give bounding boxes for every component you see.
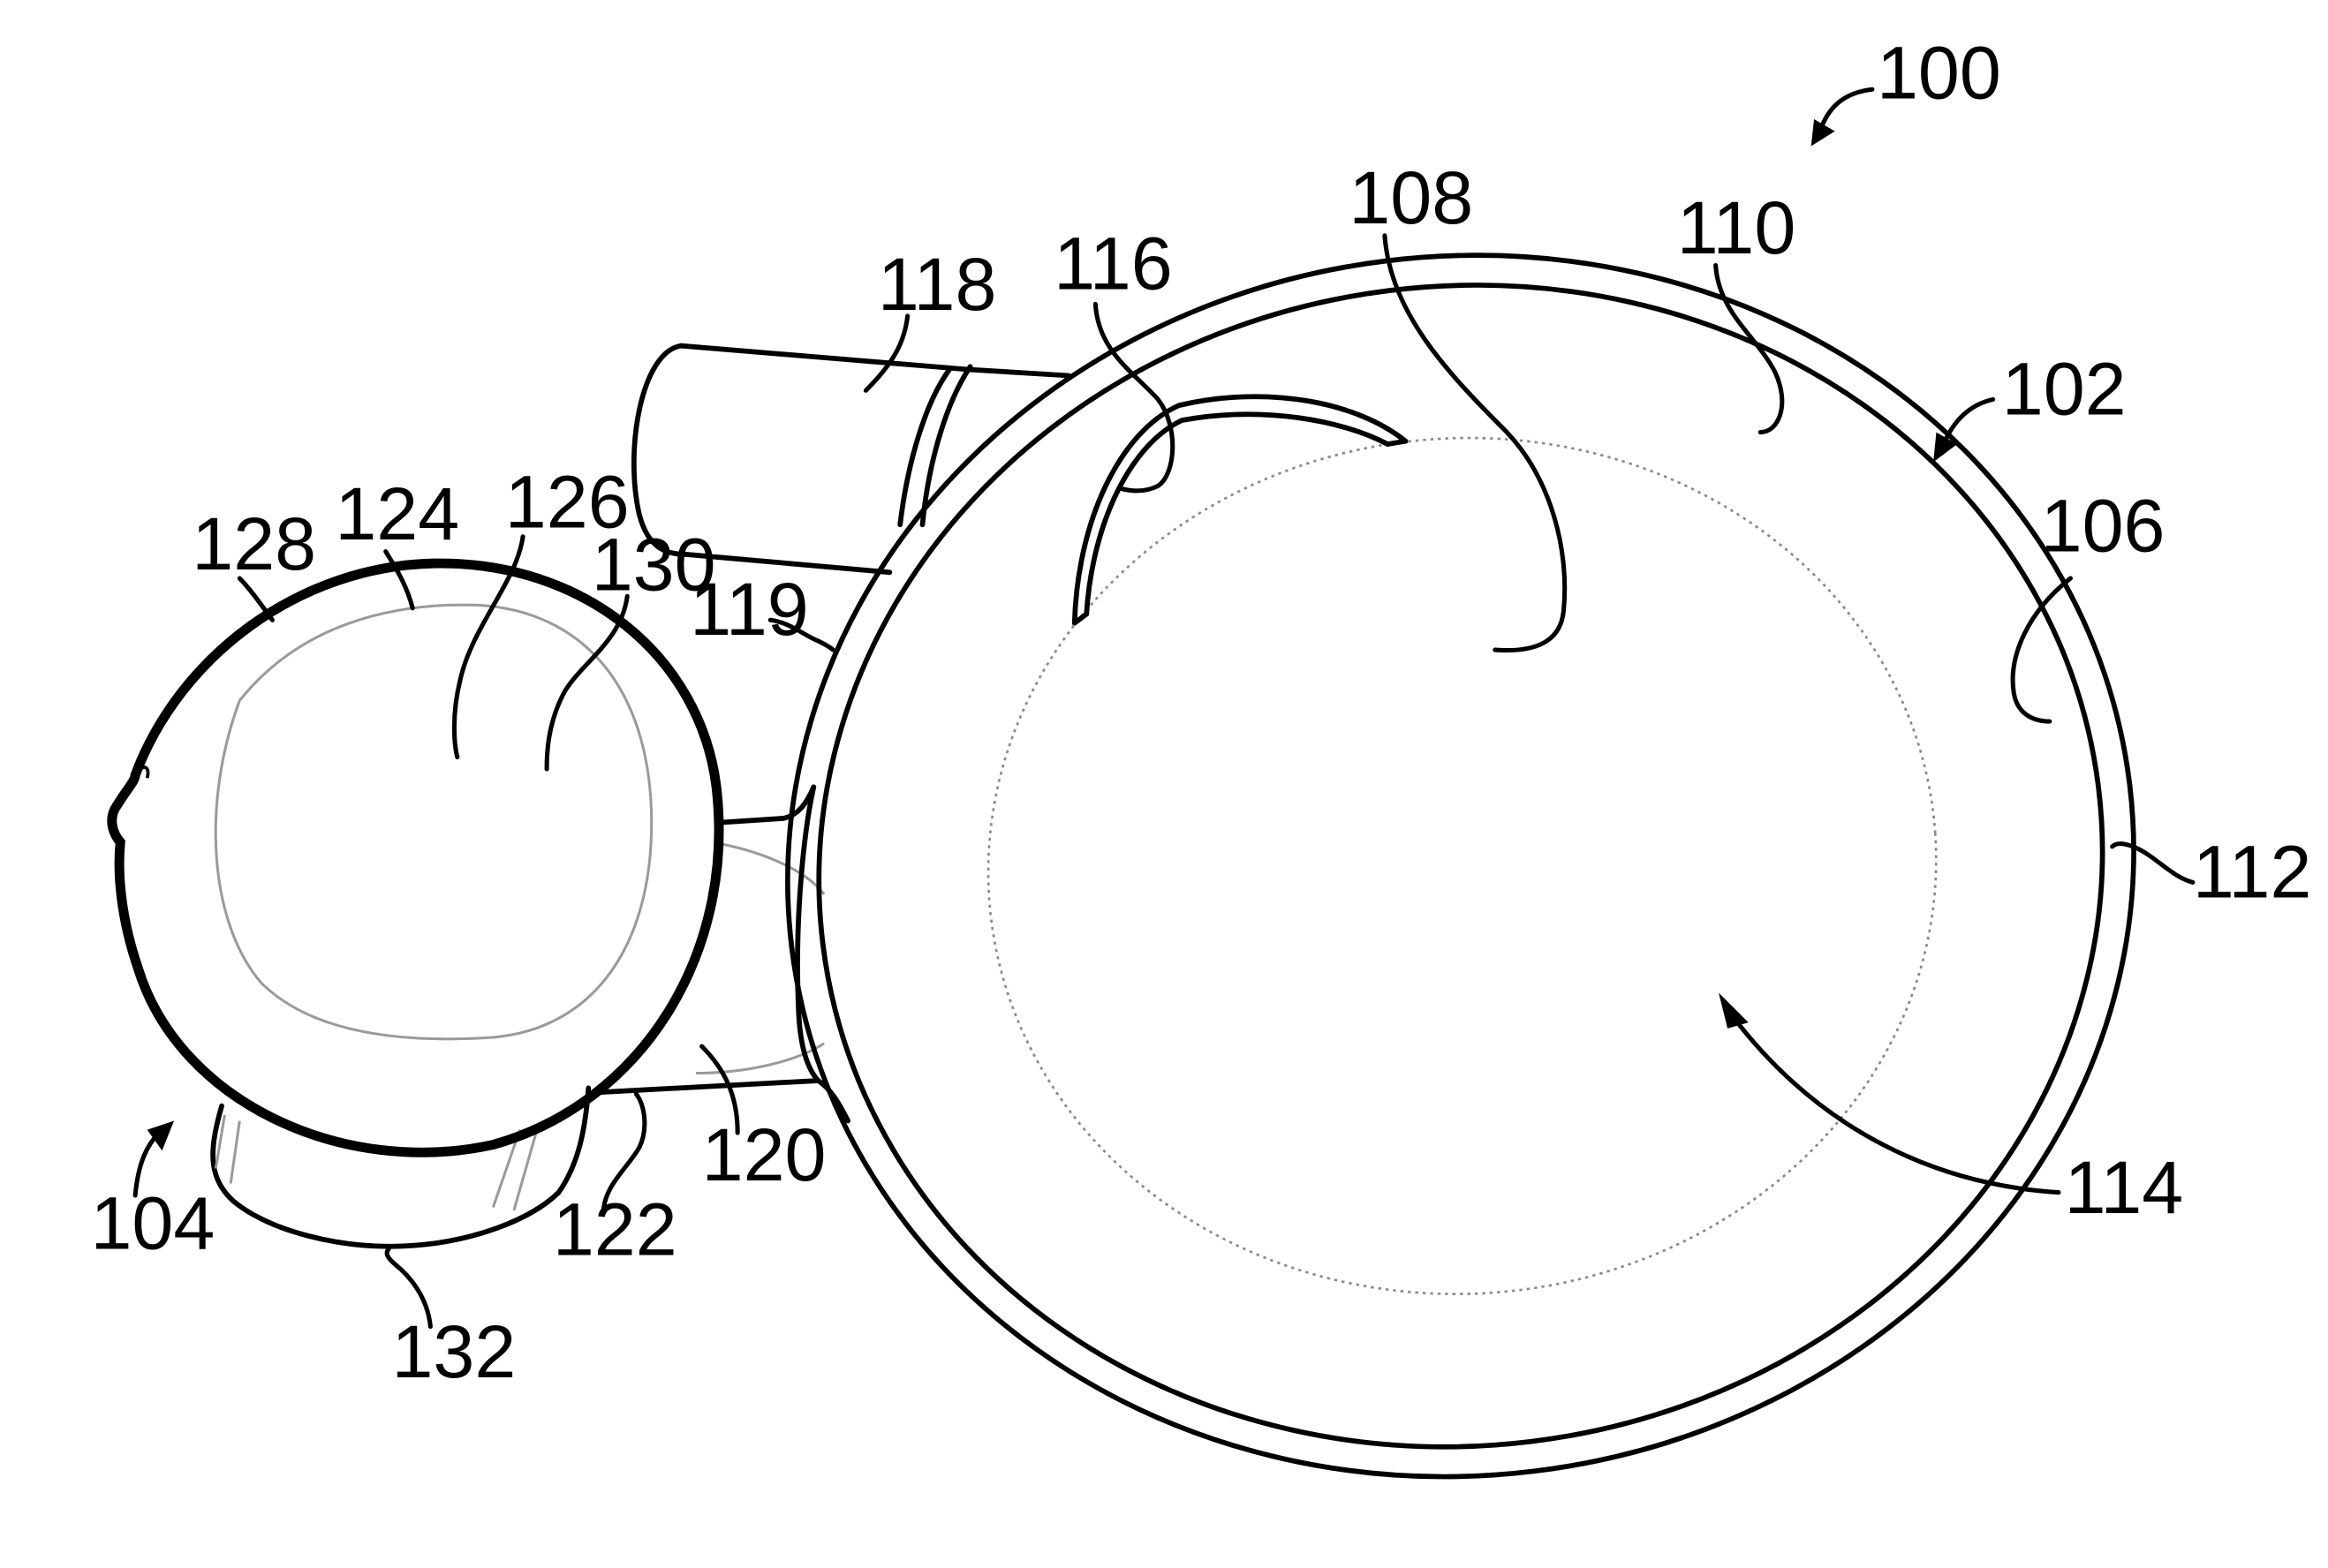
label-116: 116 bbox=[1054, 222, 1173, 305]
label-112: 112 bbox=[2193, 830, 2312, 913]
label-130: 130 bbox=[592, 524, 716, 607]
label-120: 120 bbox=[702, 1113, 827, 1196]
label-108: 108 bbox=[1349, 156, 1473, 239]
cap-disk-124 bbox=[112, 563, 719, 1152]
flow-arrow-114 bbox=[1719, 992, 2059, 1192]
label-110: 110 bbox=[1677, 186, 1796, 269]
spout-116 bbox=[1075, 396, 1406, 622]
label-102: 102 bbox=[2002, 347, 2127, 430]
label-128: 128 bbox=[192, 502, 316, 585]
label-124: 124 bbox=[335, 472, 459, 555]
reference-labels: 100 102 104 106 108 110 112 114 116 118 … bbox=[90, 31, 2311, 1392]
label-122: 122 bbox=[553, 1187, 677, 1270]
label-100: 100 bbox=[1877, 31, 2001, 114]
label-118: 118 bbox=[878, 243, 997, 326]
label-114: 114 bbox=[2065, 1146, 2184, 1229]
label-106: 106 bbox=[2041, 485, 2165, 568]
label-104: 104 bbox=[90, 1182, 215, 1265]
label-132: 132 bbox=[392, 1310, 517, 1393]
